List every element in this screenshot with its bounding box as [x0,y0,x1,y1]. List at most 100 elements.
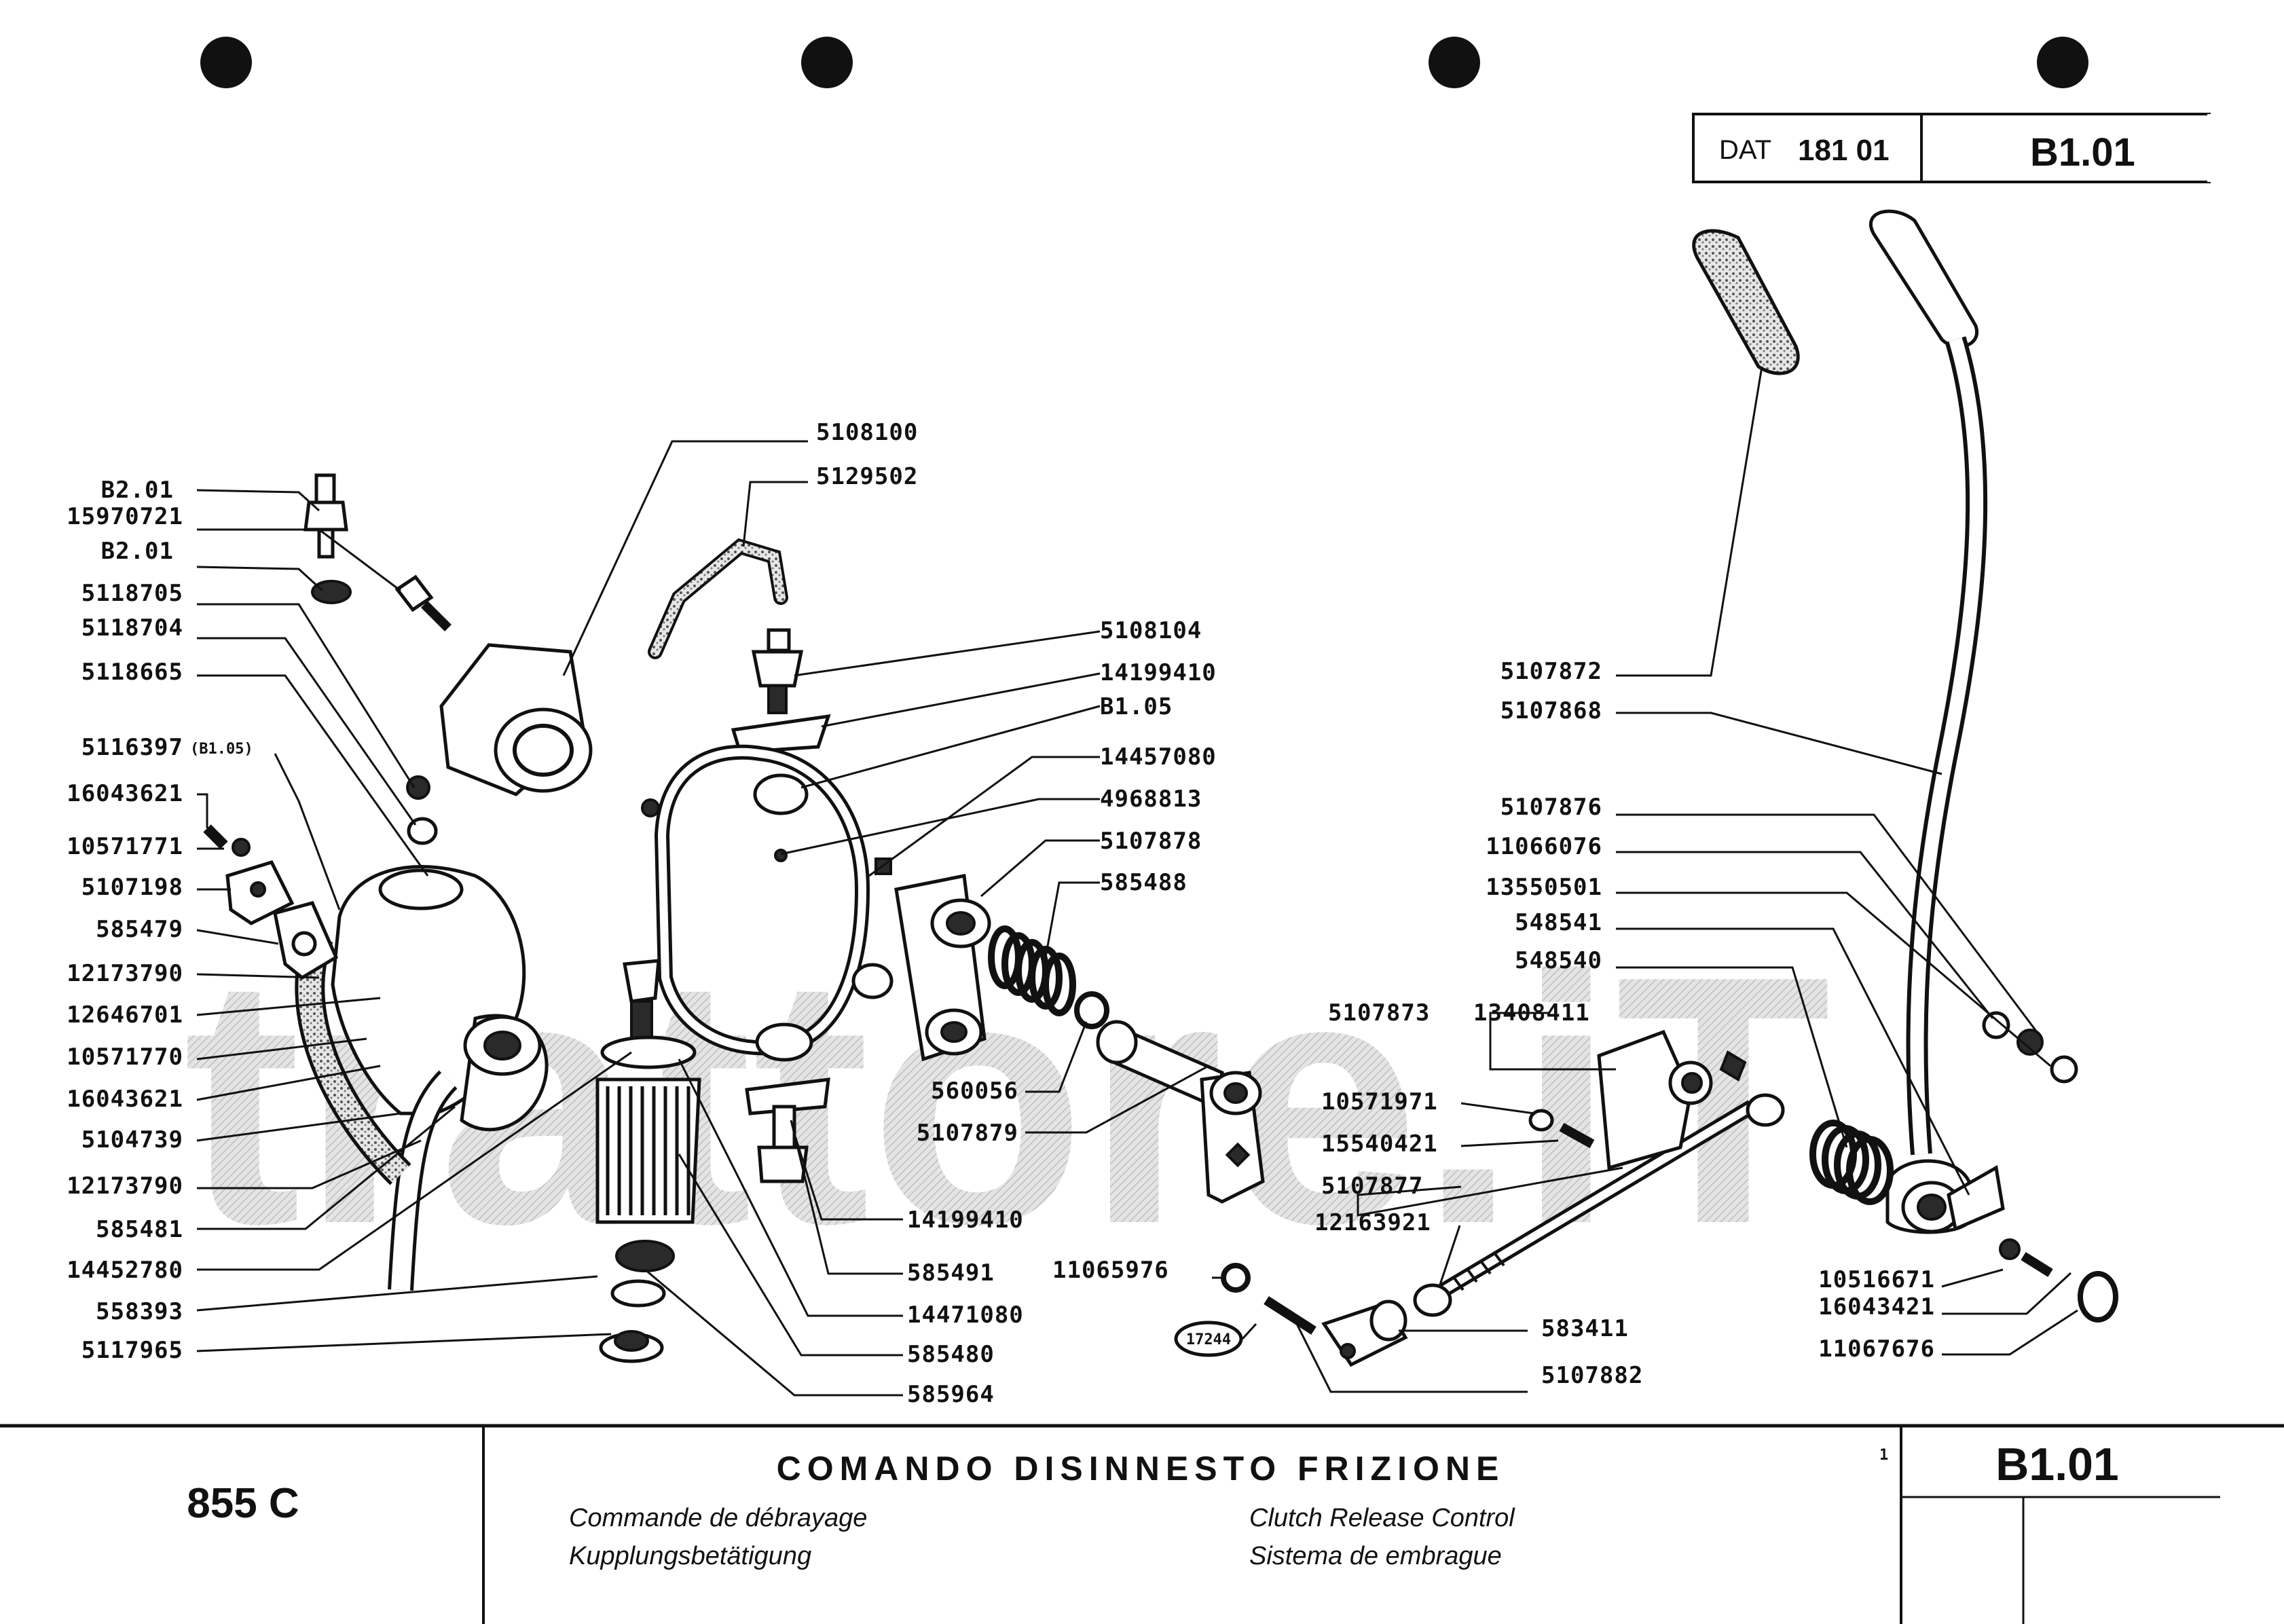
control-rod [1413,1093,1785,1317]
callout: B2.01 [101,477,174,504]
clip [2078,1271,2118,1323]
dat-number: 181 01 [1798,134,1890,167]
callout: 12163921 [1314,1209,1431,1236]
ref-badge [1174,1321,1243,1357]
callout: 585479 [96,916,183,943]
callout: 15540421 [1321,1130,1438,1158]
screw [2021,1252,2053,1277]
handle-grip [1692,229,1800,375]
callout: 583411 [1541,1315,1629,1342]
callouts-top: 5108100 5129502 [816,419,918,490]
callout: 5117965 [81,1337,183,1364]
title-english: Clutch Release Control [1249,1504,1515,1532]
callout: 12173790 [67,960,183,987]
callout: 10571770 [67,1044,183,1071]
callout: 12646701 [67,1001,183,1029]
callout: 5118665 [81,659,183,686]
nut [406,775,430,800]
callout: 585491 [907,1259,995,1287]
release-ring [654,744,894,1062]
callouts-center: 5108104 14199410 B1.05 14457080 4968813 … [907,617,1217,1408]
punch-hole [2037,37,2088,88]
callout: 14452780 [67,1257,183,1284]
callout: 16043421 [1818,1293,1935,1321]
release-lever [894,874,991,1062]
sheet-code-header: B1.01 [2030,130,2135,174]
callout: 548541 [1515,909,1602,936]
bolt [1559,1122,1595,1149]
punch-hole [200,37,252,88]
callout: 14199410 [907,1206,1024,1234]
callout: 5107876 [1500,794,1602,821]
callout: 5107877 [1321,1173,1423,1200]
callout: 12173790 [67,1173,183,1200]
plate-14199410 [745,1077,830,1115]
callout: 5107878 [1100,828,1202,855]
mounting-bracket [225,860,339,980]
clutch-housing [331,865,549,1291]
callout: 5107882 [1541,1362,1643,1389]
breather-fitting [303,473,348,559]
callout: 13408411 [1473,999,1590,1027]
callout: 5104739 [81,1126,183,1154]
callouts-left: B2.01 15970721 B2.01 5118705 5118704 511… [67,477,253,1364]
page-marker: 1 [1879,1447,1888,1464]
clutch-handle [1868,209,2005,1234]
clip [1221,1263,1251,1293]
o-ring [1074,991,1109,1029]
washer [1528,1109,1554,1132]
callout: 16043621 [67,1086,183,1113]
callouts-right: 5107872 5107868 5107876 11066076 1355050… [1486,658,1935,1363]
callout: 585480 [907,1341,995,1368]
callout: 5108100 [816,419,918,446]
washer [311,580,352,604]
callout: 4968813 [1100,786,1202,813]
callout: 11066076 [1486,833,1602,860]
callout: 14199410 [1100,659,1217,686]
callout: 5118705 [81,580,183,607]
spring-right [1809,1120,1894,1205]
shaft-arm [1096,1020,1265,1204]
callout: 558393 [96,1298,183,1325]
callout-badge: 17244 [1186,1331,1231,1348]
clevis [1321,1299,1408,1367]
screw [203,824,228,849]
callout: 11065976 [1052,1257,1169,1284]
callout: 5107198 [81,874,183,901]
leader-lines [196,366,2078,1397]
punch-hole [1429,37,1480,88]
title-italian: COMANDO DISINNESTO FRIZIONE [777,1450,1505,1488]
dat-label: DAT [1719,135,1771,165]
callout: B2.01 [101,538,174,565]
bolt [394,574,452,631]
title-french: Commande de débrayage [569,1504,867,1532]
callout-ref: (B1.05) [190,741,253,758]
fitting [1719,1050,1747,1082]
callout: 5118704 [81,614,183,642]
sheet-code-footer: B1.01 [1995,1439,2118,1490]
callout: B1.05 [1100,693,1173,720]
callout: 548540 [1515,947,1602,974]
spring [988,925,1076,1016]
callout: 10571771 [67,833,183,860]
callout: 585488 [1100,869,1187,896]
banjo-fitting [751,628,804,714]
banjo-bolt [757,1105,809,1183]
callout: 585964 [907,1381,995,1408]
callout: 13550501 [1486,874,1602,901]
footer-block: 855 C COMANDO DISINNESTO FRIZIONE 1 Comm… [0,1424,2284,1624]
callout: 5107879 [917,1120,1018,1147]
callout: 5108104 [1100,617,1202,644]
callout: 560056 [931,1077,1018,1105]
title-spanish: Sistema de embrague [1249,1542,1502,1570]
callouts-lower: 11065976 17244 5107873 13408411 10571971… [1052,999,1643,1389]
header-box: DAT 181 01 B1.01 [1692,113,2211,183]
callout: 10571971 [1321,1088,1438,1115]
flange-housing [439,643,593,796]
punch-hole [801,37,853,88]
callout: 10516671 [1818,1266,1935,1293]
callout: 585481 [96,1216,183,1243]
callout: 5129502 [816,463,918,490]
